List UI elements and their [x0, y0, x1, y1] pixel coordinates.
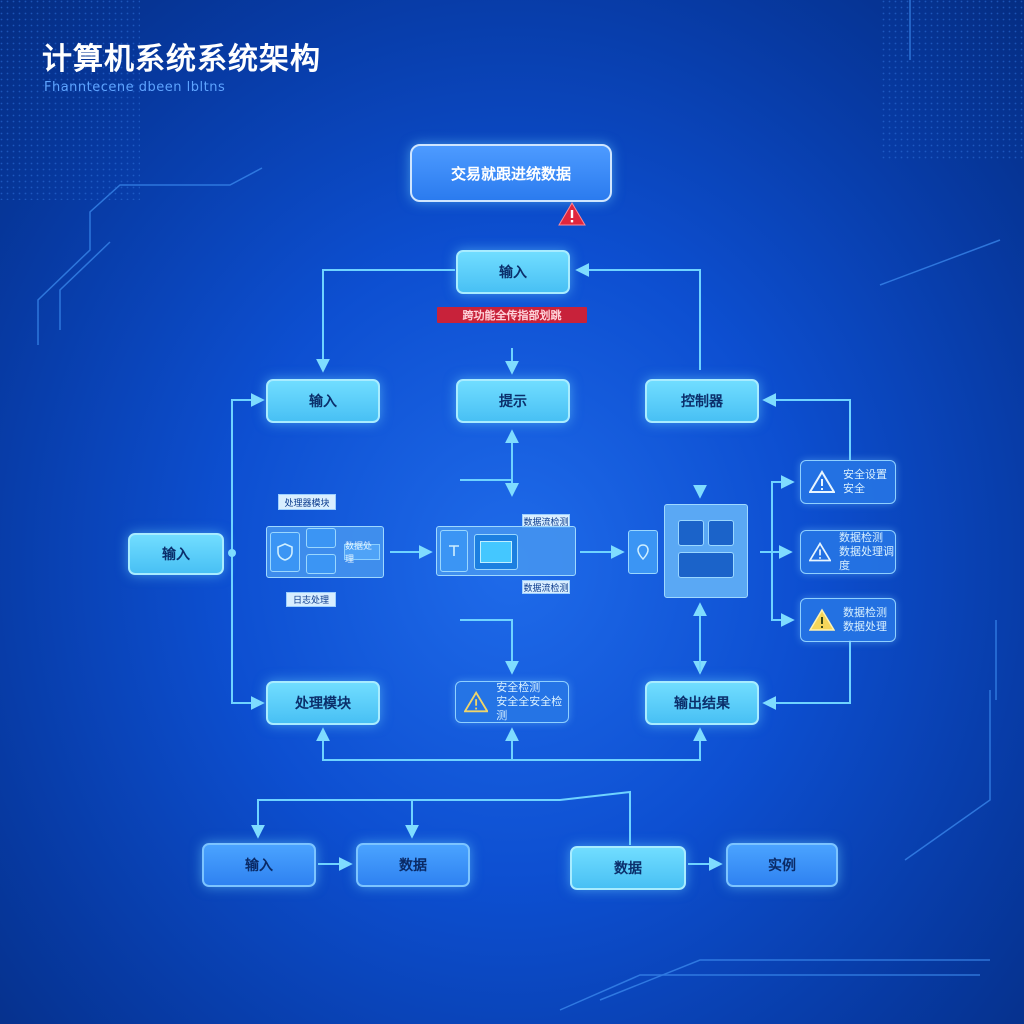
output-result-label: 输出结果 [674, 696, 730, 712]
cup-tile-icon [708, 520, 734, 546]
bottom-node-2[interactable]: 数据 [356, 843, 470, 887]
top-data-node[interactable]: 交易就跟进统数据 [410, 144, 612, 202]
input-far-left-label: 输入 [162, 547, 190, 563]
bottom-node-1[interactable]: 输入 [202, 843, 316, 887]
top-data-node-label: 交易就跟进统数据 [450, 164, 571, 183]
shield-icon [270, 532, 300, 572]
alert-right-3-line1: 数据检测 [843, 606, 887, 619]
shield-tile-icon [678, 520, 704, 546]
controller-label: 控制器 [681, 394, 723, 410]
alert-right-3[interactable]: 数据检测数据处理 [800, 598, 896, 642]
input-left-node[interactable]: 输入 [266, 379, 380, 423]
page-title: 计算机系统系统架构 [42, 42, 321, 77]
alert-right-2-line1: 数据检测 [839, 531, 884, 544]
prompt-node[interactable]: 提示 [456, 379, 570, 423]
process-module-node[interactable]: 处理模块 [266, 681, 380, 725]
bottom-node-1-label: 输入 [245, 858, 273, 874]
alert-icon [809, 541, 832, 562]
data-processing-text: 数据处理 [344, 542, 380, 565]
input-top-node[interactable]: 输入 [456, 250, 570, 294]
bottom-node-4-label: 实例 [768, 858, 796, 874]
data-flow-detect-bottom: 数据流检测 [522, 580, 570, 594]
bottom-node-4[interactable]: 实例 [726, 843, 838, 887]
process-module-label: 处理模块 [295, 696, 351, 712]
module-chip-icon [306, 528, 336, 548]
warning-icon [558, 202, 586, 226]
location-pin-icon [628, 530, 658, 574]
alert-center-line1: 安全检测 [496, 681, 541, 694]
page-subtitle: Fhanntecene dbeen lbltns [44, 80, 226, 95]
alert-right-1-line1: 安全设置 [843, 468, 887, 481]
alert-right-2-line2: 数据处理调度 [839, 545, 895, 572]
alert-right-3-line2: 数据处理 [843, 620, 887, 633]
alert-icon [464, 690, 489, 713]
monitor-icon [474, 534, 518, 570]
alert-icon [809, 608, 835, 631]
controller-node[interactable]: 控制器 [645, 379, 759, 423]
alert-center-line2: 安全全安全检测 [496, 695, 563, 722]
bottom-node-2-label: 数据 [399, 858, 427, 874]
input-far-left-node[interactable]: 输入 [128, 533, 224, 575]
alert-right-2[interactable]: 数据检测数据处理调度 [800, 530, 896, 574]
alert-right-1-line2: 安全 [843, 482, 865, 495]
alert-center[interactable]: 安全检测安全全安全检测 [455, 681, 569, 723]
bottom-node-3-label: 数据 [614, 861, 642, 877]
panel-bar-icon [678, 552, 734, 578]
input-top-label: 输入 [499, 265, 527, 281]
bottom-node-3[interactable]: 数据 [570, 846, 686, 890]
input-left-label: 输入 [309, 394, 337, 410]
alert-icon [809, 470, 835, 493]
prompt-label: 提示 [499, 394, 527, 410]
output-result-node[interactable]: 输出结果 [645, 681, 759, 725]
alert-right-1[interactable]: 安全设置安全 [800, 460, 896, 504]
processor-module-label: 处理器模块 [278, 494, 336, 510]
terminal-icon [440, 530, 468, 572]
log-processing-label: 日志处理 [286, 592, 336, 607]
right-module-panel[interactable] [664, 504, 748, 598]
module-bar-icon [306, 554, 336, 574]
warning-banner: 跨功能全传指部划跳 [437, 307, 587, 323]
